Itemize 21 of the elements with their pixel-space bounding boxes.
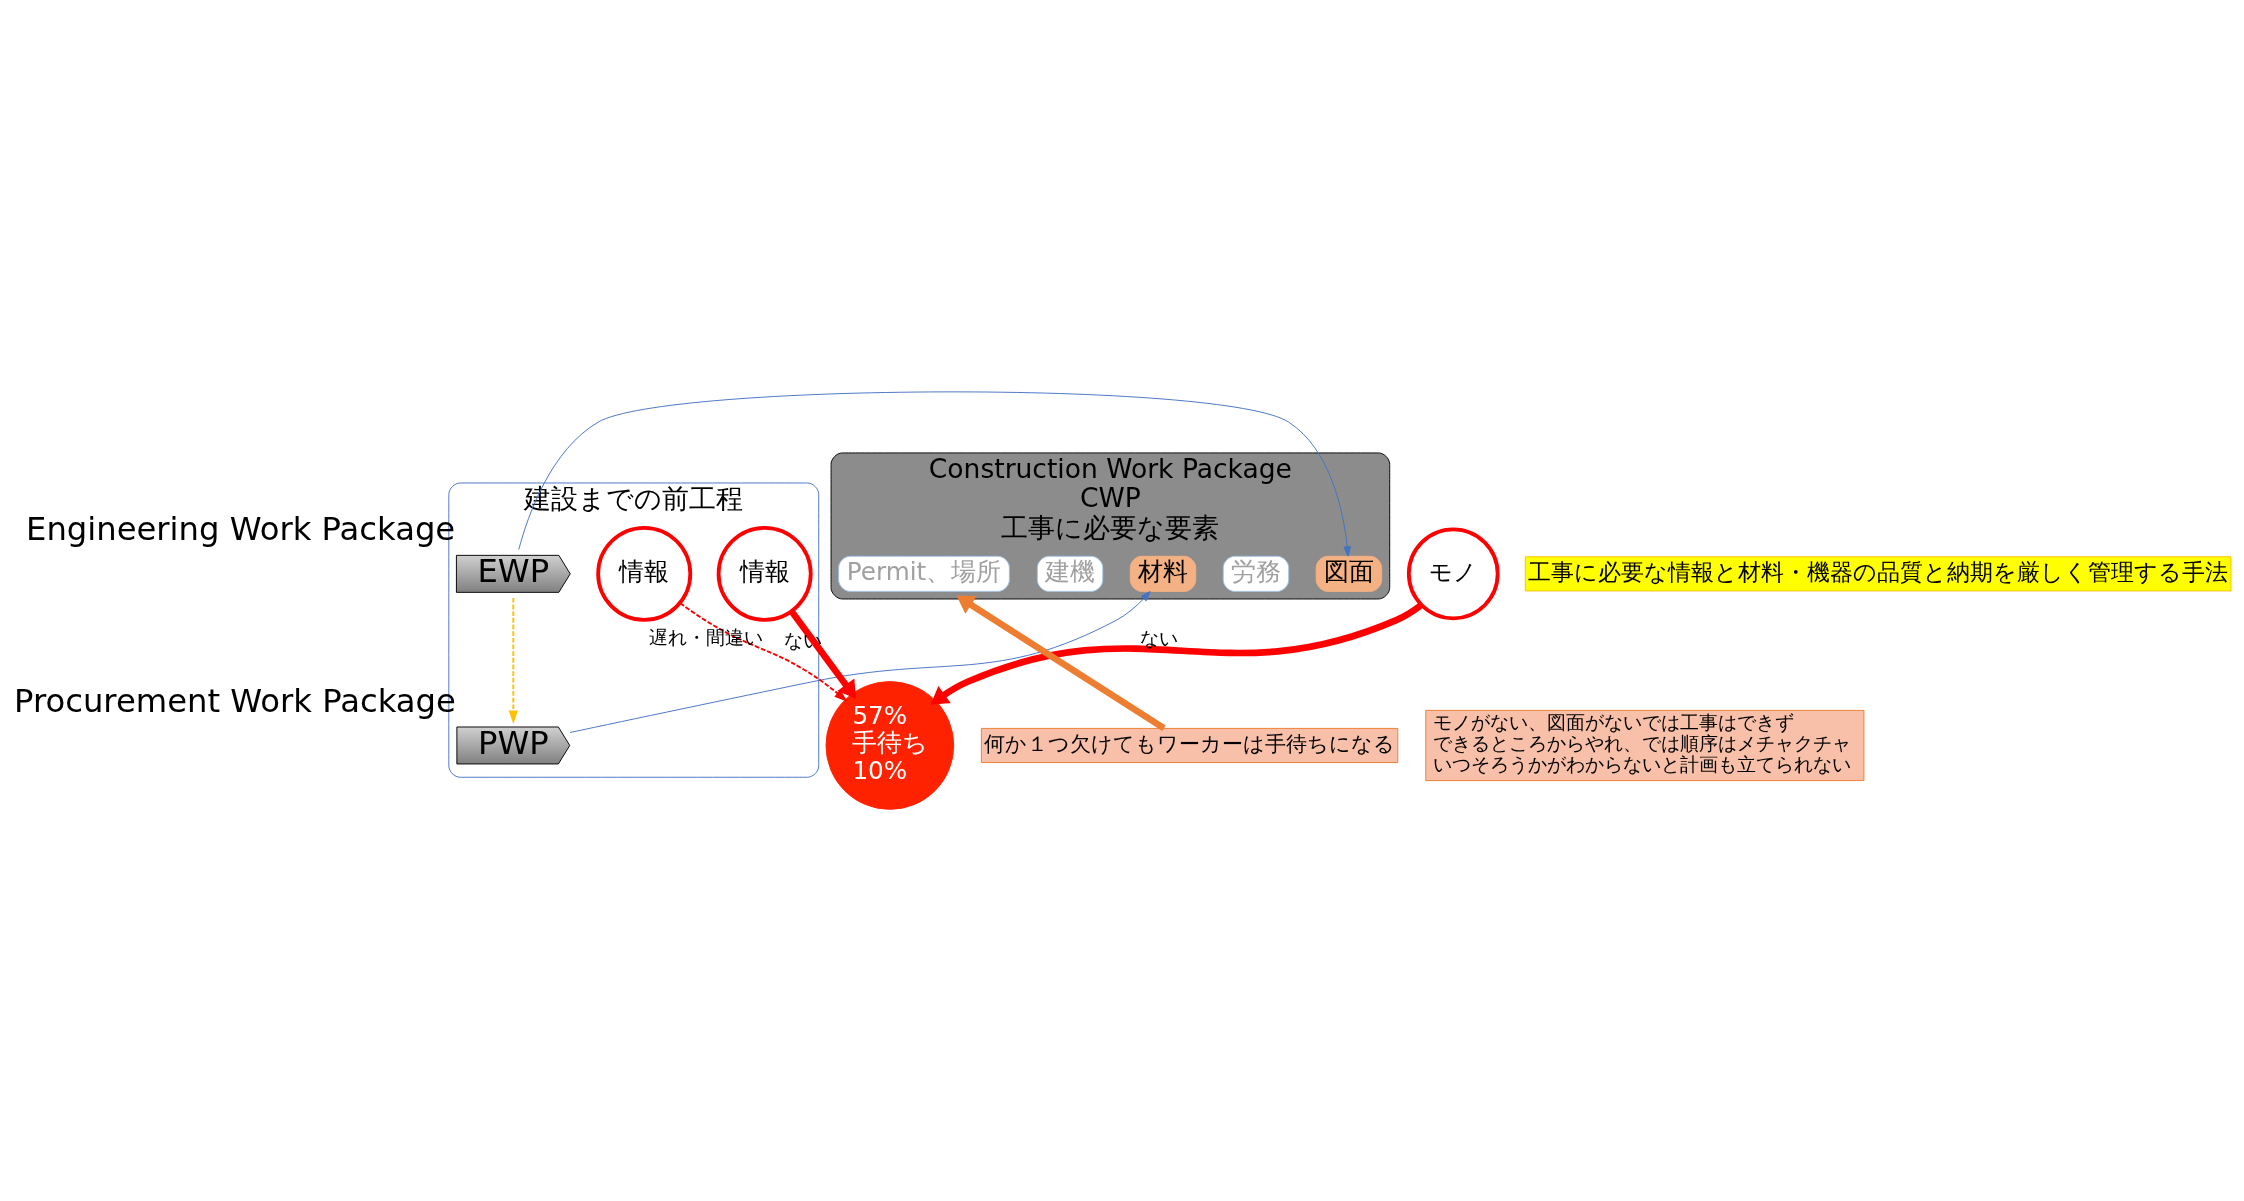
node-box: 建機	[1036, 555, 1104, 592]
arrow	[930, 602, 1424, 705]
node-label: Construction Work Package	[928, 452, 1292, 484]
node-box: 労務	[1222, 555, 1290, 592]
arrow	[679, 602, 848, 702]
node-circle: 情報	[716, 525, 813, 622]
node-box: 工事に必要な情報と材料・機器の品質と納期を厳しく管理する手法	[1524, 556, 2232, 592]
arrow	[569, 591, 1151, 733]
node-box: モノがない、図面がないでは工事はできず できるところからやれ、では順序はメチャクチャ いつそろうかがわからないと計画も立てられない	[1425, 709, 1865, 782]
node-box: 図面	[1315, 555, 1383, 592]
node-circle: 57% 手待ち 10%	[825, 681, 955, 810]
arrow	[789, 609, 857, 699]
edge-label: ない	[1140, 626, 1179, 649]
node-box: 材料	[1129, 555, 1197, 592]
arrow	[508, 597, 518, 724]
node-box: 何か１つ欠けてもワーカーは手待ちになる	[980, 727, 1399, 764]
node-circle: 情報	[596, 525, 693, 622]
arrow	[518, 391, 1351, 557]
arrow	[956, 595, 1166, 731]
node-box: Permit、場所	[838, 555, 1010, 592]
node-circle: モノ	[1406, 527, 1500, 621]
